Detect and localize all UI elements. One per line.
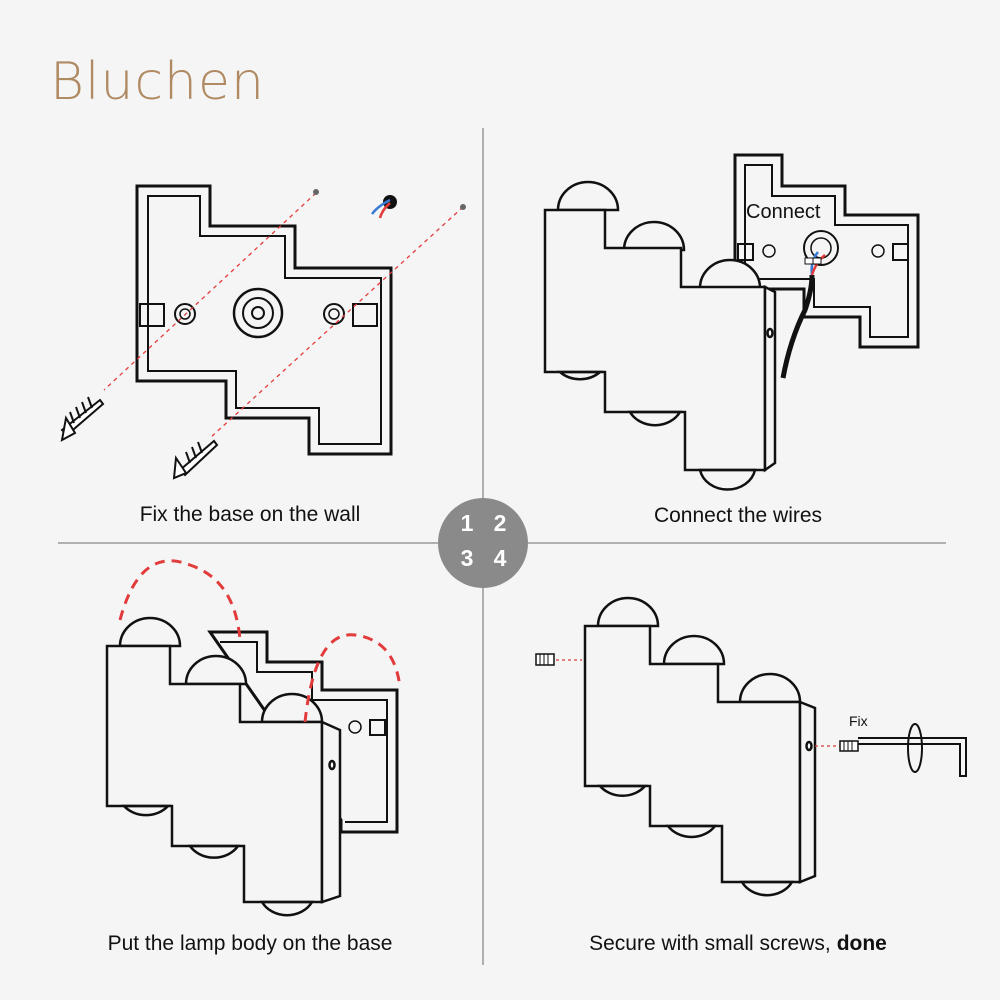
- step1-base-plate: [135, 184, 393, 456]
- step4-fix-label: Fix: [849, 713, 868, 729]
- step-badge: [438, 498, 528, 588]
- badge-number-3: 3: [460, 545, 474, 571]
- step4-screw-side: [815, 740, 859, 752]
- step1-screw-right: [172, 439, 219, 480]
- brand-logo: Bluchen: [50, 52, 265, 112]
- step1-wall-hole-right: [460, 204, 466, 210]
- step4-caption: Secure with small screws,done: [508, 932, 968, 956]
- badge-number-4: 4: [493, 545, 507, 571]
- badge-number-1: 1: [460, 510, 474, 536]
- step2-connect-label: Connect: [746, 201, 821, 223]
- step4-screw-top: [535, 653, 582, 666]
- step2-wires: [780, 251, 826, 379]
- step1-caption: Fix the base on the wall: [139, 503, 361, 526]
- step3-caption: Put the lamp body on the base: [107, 932, 393, 955]
- step4-lamp-body: [583, 596, 817, 897]
- step4-caption-main: Secure with small screws,: [589, 932, 831, 955]
- step1-screw-left: [60, 396, 105, 442]
- step4-allen-key: [858, 723, 967, 777]
- step2-lamp-body: [543, 180, 777, 491]
- step3-motion-arcs: [118, 559, 402, 723]
- step1-wire-entry: [371, 195, 397, 219]
- step3-lamp-body: [105, 616, 342, 917]
- badge-number-2: 2: [493, 510, 507, 536]
- step2-caption: Connect the wires: [653, 504, 823, 527]
- step1-guide-lines: [103, 192, 464, 439]
- step1-wall-hole-left: [313, 189, 319, 195]
- step4-caption-done: done: [836, 932, 887, 955]
